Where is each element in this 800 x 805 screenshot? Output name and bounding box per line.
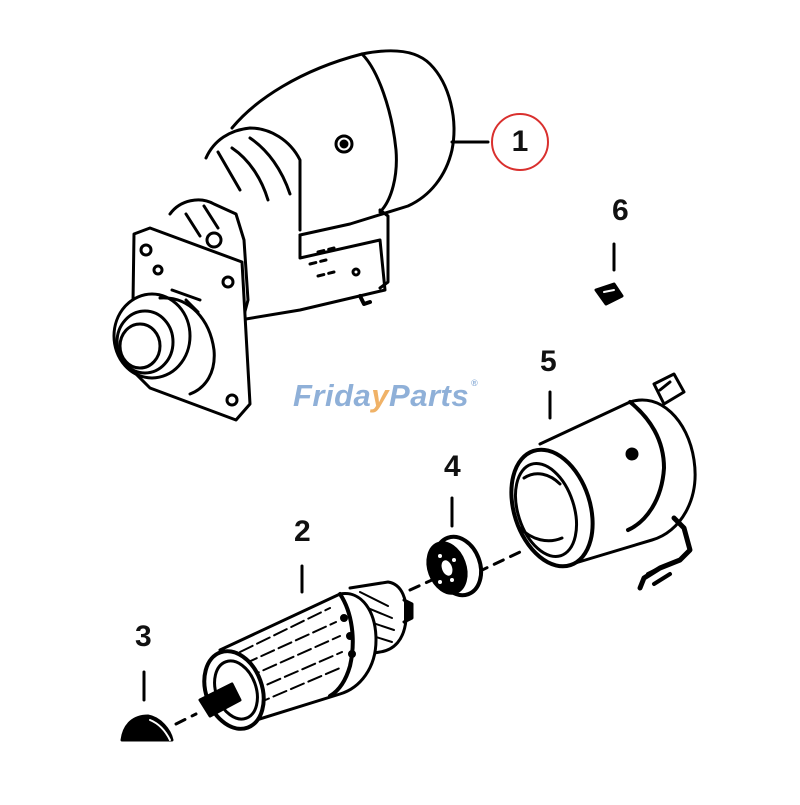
nut-part-6[interactable] [594, 242, 624, 306]
callout-label-3[interactable]: 3 [135, 620, 152, 653]
watermark-text-part1: Frida [293, 378, 372, 413]
callout-1-highlight-circle: 1 [491, 113, 549, 171]
end-cover-part-3[interactable] [120, 670, 174, 742]
callout-label-1[interactable]: 1 [511, 125, 529, 158]
centerline-4-5 [476, 550, 522, 574]
field-housing-part-5[interactable] [497, 372, 697, 591]
bearing-part-4[interactable] [421, 496, 489, 602]
callout-label-2[interactable]: 2 [294, 515, 311, 548]
watermark-check-icon: y [371, 378, 390, 413]
starter-motor-assembly[interactable] [112, 49, 456, 422]
armature-part-2[interactable] [194, 564, 414, 737]
registered-mark: ® [471, 378, 479, 388]
fridayparts-watermark: FridayParts® [293, 378, 478, 414]
callout-label-4[interactable]: 4 [444, 450, 461, 483]
callout-label-6[interactable]: 6 [612, 194, 629, 227]
centerline-2-4 [408, 578, 434, 592]
watermark-text-part2: Parts [389, 378, 470, 413]
callout-label-5[interactable]: 5 [540, 345, 557, 378]
centerline-2-3 [174, 712, 198, 726]
